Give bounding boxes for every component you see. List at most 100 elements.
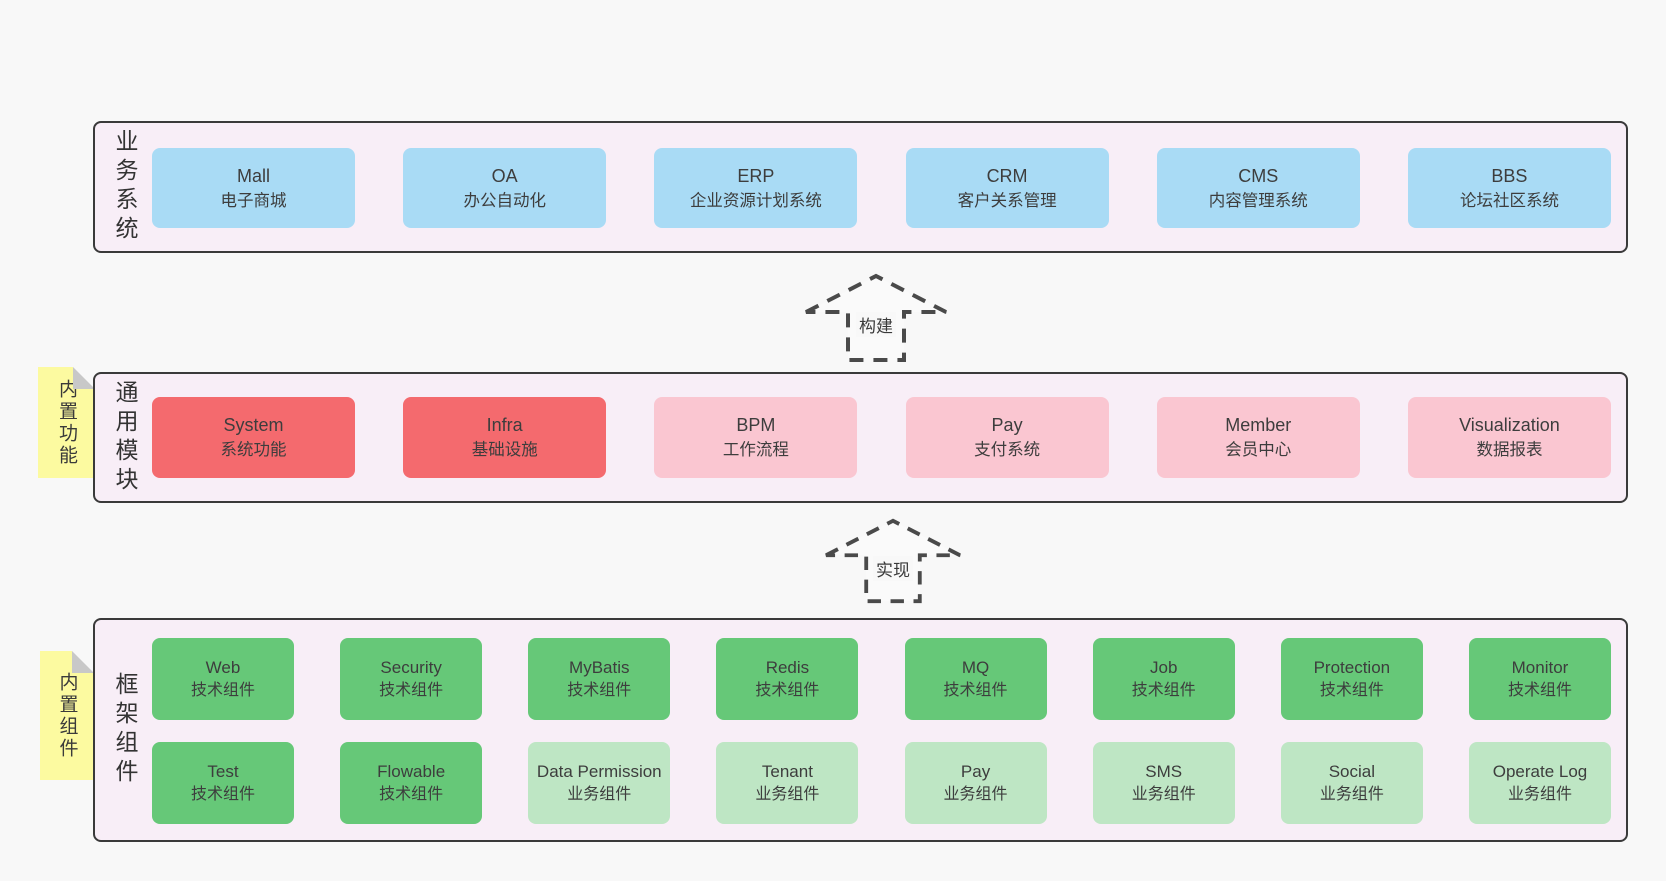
box-subtitle: 技术组件 <box>943 681 1008 699</box>
box-subtitle: 技术组件 <box>1131 681 1196 699</box>
box-bpm: BPM 工作流程 <box>654 397 858 478</box>
arrow-implement: 实现 <box>818 517 968 605</box>
folded-corner-icon <box>72 651 94 673</box>
box-bbs: BBS 论坛社区系统 <box>1407 148 1611 228</box>
box-subtitle: 办公自动化 <box>463 191 546 210</box>
box-flowable: Flowable 技术组件 <box>340 742 483 824</box>
band-label-common-modules: 通用模块 <box>112 379 138 496</box>
folded-corner-icon <box>73 367 95 389</box>
box-subtitle: 业务组件 <box>755 785 820 803</box>
box-subtitle: 技术组件 <box>190 681 255 699</box>
box-pay-component: Pay 业务组件 <box>904 742 1047 824</box>
band-business-systems: 业务系统 Mall 电子商城 OA 办公自动化 ERP 企业资源计划系统 CRM… <box>93 121 1628 253</box>
box-data-permission: Data Permission 业务组件 <box>528 742 671 824</box>
box-title: Job <box>1149 658 1178 678</box>
box-title: Flowable <box>377 762 446 782</box>
box-subtitle: 业务组件 <box>1319 785 1384 803</box>
arrow-build: 构建 <box>801 272 951 364</box>
box-subtitle: 电子商城 <box>220 191 287 210</box>
box-member: Member 会员中心 <box>1156 397 1360 478</box>
arrow-build-label: 构建 <box>856 312 896 338</box>
box-title: Operate Log <box>1492 762 1588 782</box>
business-systems-row: Mall 电子商城 OA 办公自动化 ERP 企业资源计划系统 CRM 客户关系… <box>152 148 1611 228</box>
box-title: MQ <box>961 658 990 678</box>
box-tenant: Tenant 业务组件 <box>716 742 859 824</box>
box-title: System <box>223 415 284 436</box>
box-subtitle: 工作流程 <box>722 441 789 460</box>
box-title: Social <box>1328 762 1375 782</box>
box-system: System 系统功能 <box>152 397 355 478</box>
box-title: CMS <box>1238 165 1279 186</box>
box-subtitle: 技术组件 <box>567 681 632 699</box>
box-title: Pay <box>991 415 1023 436</box>
box-title: Redis <box>765 658 810 678</box>
box-title: Protection <box>1313 658 1391 678</box>
box-subtitle: 会员中心 <box>1225 441 1292 460</box>
arrow-implement-label: 实现 <box>873 555 913 581</box>
box-operate-log: Operate Log 业务组件 <box>1468 742 1611 824</box>
box-web: Web 技术组件 <box>152 638 294 720</box>
box-title: Monitor <box>1511 658 1569 678</box>
box-cms: CMS 内容管理系统 <box>1156 148 1360 228</box>
box-title: Test <box>207 762 239 782</box>
box-subtitle: 业务组件 <box>1507 785 1572 803</box>
box-subtitle: 业务组件 <box>1131 785 1196 803</box>
box-title: Visualization <box>1459 415 1560 436</box>
box-subtitle: 技术组件 <box>1319 681 1384 699</box>
band-framework-components: 框架组件 Web 技术组件 Security 技术组件 MyBatis 技术组件… <box>93 618 1628 842</box>
box-subtitle: 技术组件 <box>190 785 255 803</box>
box-pay-system: Pay 支付系统 <box>905 397 1109 478</box>
note-text: 内置组件 <box>56 671 78 760</box>
box-subtitle: 企业资源计划系统 <box>689 191 822 210</box>
common-modules-row: System 系统功能 Infra 基础设施 BPM 工作流程 Pay 支付系统… <box>152 397 1611 478</box>
box-subtitle: 技术组件 <box>1507 681 1572 699</box>
box-subtitle: 论坛社区系统 <box>1459 191 1559 210</box>
box-title: MyBatis <box>569 658 630 678</box>
box-subtitle: 技术组件 <box>379 785 444 803</box>
framework-components-row-2: Test 技术组件 Flowable 技术组件 Data Permission … <box>152 742 1611 824</box>
box-visualization: Visualization 数据报表 <box>1407 397 1611 478</box>
note-built-in-components: 内置组件 <box>40 651 94 780</box>
box-title: Data Permission <box>536 762 662 782</box>
band-label-framework-components: 框架组件 <box>112 672 138 788</box>
box-title: CRM <box>986 165 1028 186</box>
box-title: Security <box>380 658 442 678</box>
box-subtitle: 业务组件 <box>943 785 1008 803</box>
box-security: Security 技术组件 <box>340 638 483 720</box>
box-mq: MQ 技术组件 <box>904 638 1047 720</box>
box-title: Infra <box>486 415 523 436</box>
box-title: Mall <box>236 165 270 186</box>
box-title: Pay <box>960 762 991 782</box>
box-subtitle: 技术组件 <box>379 681 444 699</box>
box-subtitle: 系统功能 <box>220 441 287 460</box>
box-test: Test 技术组件 <box>152 742 294 824</box>
box-mall: Mall 电子商城 <box>152 148 355 228</box>
box-subtitle: 业务组件 <box>567 785 632 803</box>
box-infra: Infra 基础设施 <box>403 397 607 478</box>
box-title: BBS <box>1491 165 1528 186</box>
box-subtitle: 技术组件 <box>755 681 820 699</box>
box-title: SMS <box>1145 762 1183 782</box>
box-title: BPM <box>736 415 776 436</box>
box-oa: OA 办公自动化 <box>403 148 607 228</box>
box-social: Social 业务组件 <box>1280 742 1423 824</box>
box-redis: Redis 技术组件 <box>716 638 859 720</box>
note-text: 内置功能 <box>56 378 77 467</box>
box-subtitle: 支付系统 <box>974 441 1041 460</box>
box-protection: Protection 技术组件 <box>1280 638 1423 720</box>
box-title: Tenant <box>761 762 813 782</box>
box-subtitle: 数据报表 <box>1476 441 1543 460</box>
box-title: Member <box>1225 415 1292 436</box>
box-crm: CRM 客户关系管理 <box>905 148 1109 228</box>
box-title: ERP <box>737 165 775 186</box>
box-subtitle: 内容管理系统 <box>1208 191 1308 210</box>
box-subtitle: 基础设施 <box>471 441 538 460</box>
box-title: Web <box>205 658 241 678</box>
box-subtitle: 客户关系管理 <box>957 191 1057 210</box>
box-erp: ERP 企业资源计划系统 <box>654 148 858 228</box>
band-label-business-systems: 业务系统 <box>112 129 138 245</box>
band-common-modules: 通用模块 System 系统功能 Infra 基础设施 BPM 工作流程 Pay… <box>93 372 1628 503</box>
note-built-in-features: 内置功能 <box>38 367 95 478</box>
box-mybatis: MyBatis 技术组件 <box>528 638 671 720</box>
